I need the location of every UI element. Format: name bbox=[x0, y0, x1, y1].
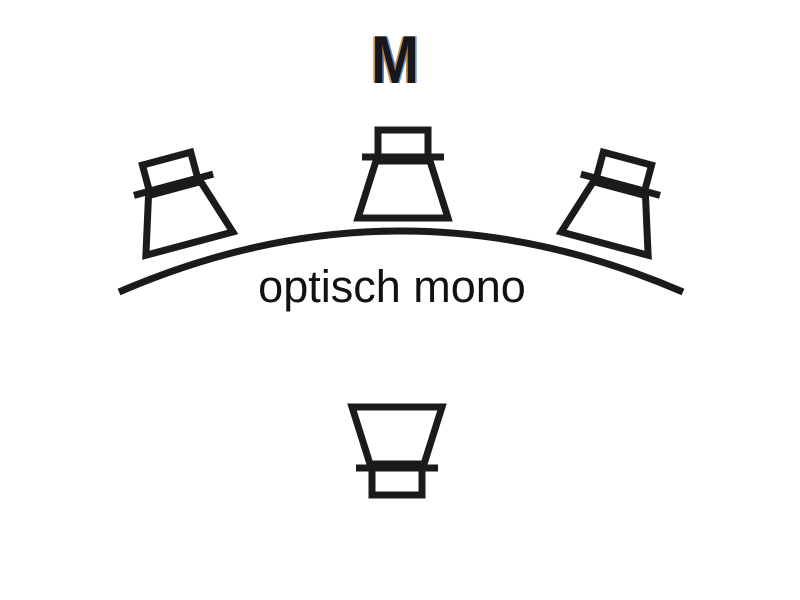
mono-symbol-label: M bbox=[371, 22, 419, 98]
stage-arc-line bbox=[117, 227, 685, 296]
speaker-top-center-icon bbox=[358, 130, 448, 218]
speaker-top-right-icon bbox=[561, 147, 671, 255]
optisch-mono-label: optisch mono bbox=[258, 261, 526, 312]
speaker-bottom-icon bbox=[352, 407, 442, 495]
speaker-top-left-icon bbox=[123, 147, 233, 255]
diagram-ink-layer bbox=[117, 130, 685, 495]
